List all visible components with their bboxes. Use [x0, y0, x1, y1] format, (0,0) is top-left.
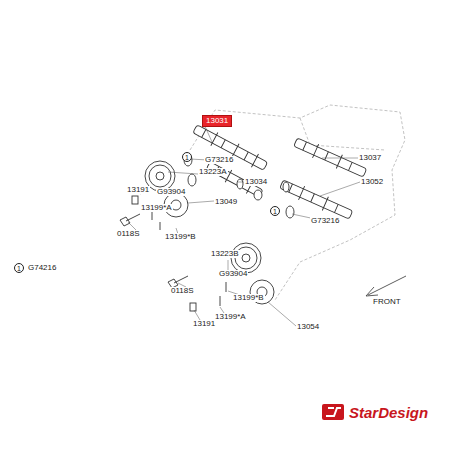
- callout-number: 13199*A: [140, 204, 173, 212]
- part-number: 1: [17, 265, 21, 272]
- callout-number: G93904: [218, 270, 248, 278]
- callout-number: G74216: [27, 264, 57, 272]
- callout-number: 13054: [296, 323, 320, 331]
- callout-number: G73216: [204, 156, 234, 164]
- callout-number: 13199*A: [214, 313, 247, 321]
- callout-number: 0118S: [170, 287, 195, 295]
- callout-number: 13191: [192, 320, 216, 328]
- circled-reference: 1: [182, 152, 192, 162]
- callout-number: G73216: [310, 217, 340, 225]
- direction-label: FRONT: [372, 298, 402, 306]
- part-number: 1: [185, 154, 189, 161]
- part-number: 13031: [206, 117, 228, 125]
- circled-reference: 1: [270, 206, 280, 216]
- callout-number: 13223A: [198, 168, 228, 176]
- callout-number: 13034: [244, 178, 268, 186]
- callout-number: 0118S: [116, 230, 141, 238]
- part-number: 1: [273, 208, 277, 215]
- callout-number: G93904: [156, 188, 186, 196]
- callout-number: 13052: [360, 178, 384, 186]
- callout-number: 13049: [214, 198, 238, 206]
- callout-number: 13223B: [210, 250, 240, 258]
- callout-number: 13191: [126, 186, 150, 194]
- callout-number: 13199*B: [232, 294, 265, 302]
- callout-number: 13199*B: [164, 233, 197, 241]
- callout-number: 13037: [358, 154, 382, 162]
- logo-text: StarDesign: [348, 405, 429, 420]
- highlighted-part-box: 13031: [202, 115, 232, 127]
- circled-reference: 1: [14, 263, 24, 273]
